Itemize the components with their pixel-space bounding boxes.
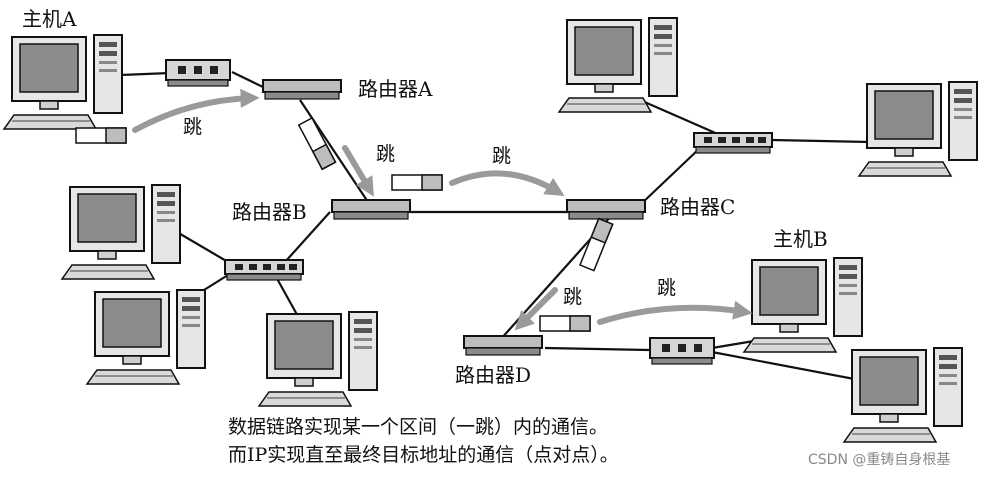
computer-bottom-right: [843, 347, 963, 443]
hop-label-4: 跳: [563, 286, 582, 308]
host-a-label: 主机A: [22, 7, 77, 31]
router-c-device: [566, 199, 646, 220]
hop-label-3: 跳: [492, 145, 511, 167]
hop-label-5: 跳: [657, 277, 676, 299]
hop-arrows: [132, 88, 753, 331]
hop-label-1: 跳: [183, 116, 202, 138]
hub-left: [224, 259, 304, 281]
hop-label-2: 跳: [376, 143, 395, 165]
router-d-device: [463, 335, 543, 356]
hub-host-b: [649, 337, 715, 365]
router-c-label: 路由器C: [660, 195, 735, 219]
hub-host-a: [165, 59, 231, 87]
router-b-label: 路由器B: [232, 200, 307, 224]
router-a-label: 路由器A: [358, 77, 433, 101]
router-b-device: [331, 199, 411, 220]
caption-line-2: 而IP实现直至最终目标地址的通信（点对点）。: [228, 444, 619, 466]
host-b-computer: [743, 257, 863, 353]
computer-top-right: [558, 17, 678, 113]
packet-5: [539, 315, 591, 332]
hub-right: [693, 132, 773, 154]
computer-left-upper: [61, 184, 181, 280]
watermark: CSDN @重铸自身根基: [808, 451, 950, 468]
host-a-computer: [3, 34, 123, 130]
computer-right: [858, 81, 978, 177]
router-a-device: [262, 79, 342, 100]
router-d-label: 路由器D: [455, 363, 531, 387]
packet-3: [391, 174, 443, 191]
packet-1: [75, 127, 127, 144]
host-b-label: 主机B: [773, 227, 828, 251]
caption-line-1: 数据链路实现某一个区间（一跳）内的通信。: [228, 416, 608, 438]
computer-left-lower: [86, 289, 206, 385]
computer-bottom-middle: [258, 311, 378, 407]
